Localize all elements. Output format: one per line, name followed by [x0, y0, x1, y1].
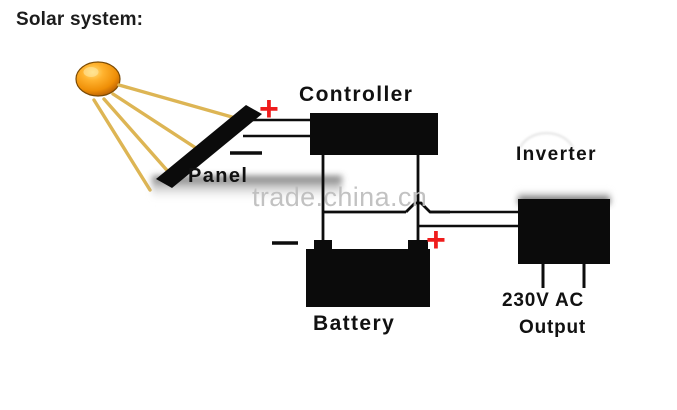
- panel-to-controller-wires: [230, 118, 312, 155]
- inverter-output-leads: [541, 264, 586, 288]
- inverter-arc-decoration: [518, 132, 575, 149]
- label-battery: Battery: [313, 312, 396, 335]
- panel-shadow: [152, 176, 342, 202]
- battery-box: [306, 240, 430, 307]
- sun-rays: [92, 83, 241, 192]
- label-inverter: Inverter: [516, 144, 597, 165]
- label-panel: Panel: [188, 165, 249, 187]
- inverter-box: [518, 190, 610, 264]
- panel-positive-marker: +: [259, 90, 279, 128]
- battery-positive-marker: +: [426, 221, 446, 259]
- controller-box: [310, 113, 438, 155]
- label-output-voltage: 230V AC: [502, 290, 584, 311]
- page-title: Solar system:: [16, 9, 144, 30]
- solar-panel: [156, 105, 262, 188]
- watermark-text: trade.china.cn: [252, 182, 428, 212]
- label-output-type: Output: [519, 317, 587, 338]
- battery-to-inverter-wires: [418, 210, 520, 228]
- label-controller: Controller: [299, 83, 414, 106]
- sun-icon: [75, 61, 121, 97]
